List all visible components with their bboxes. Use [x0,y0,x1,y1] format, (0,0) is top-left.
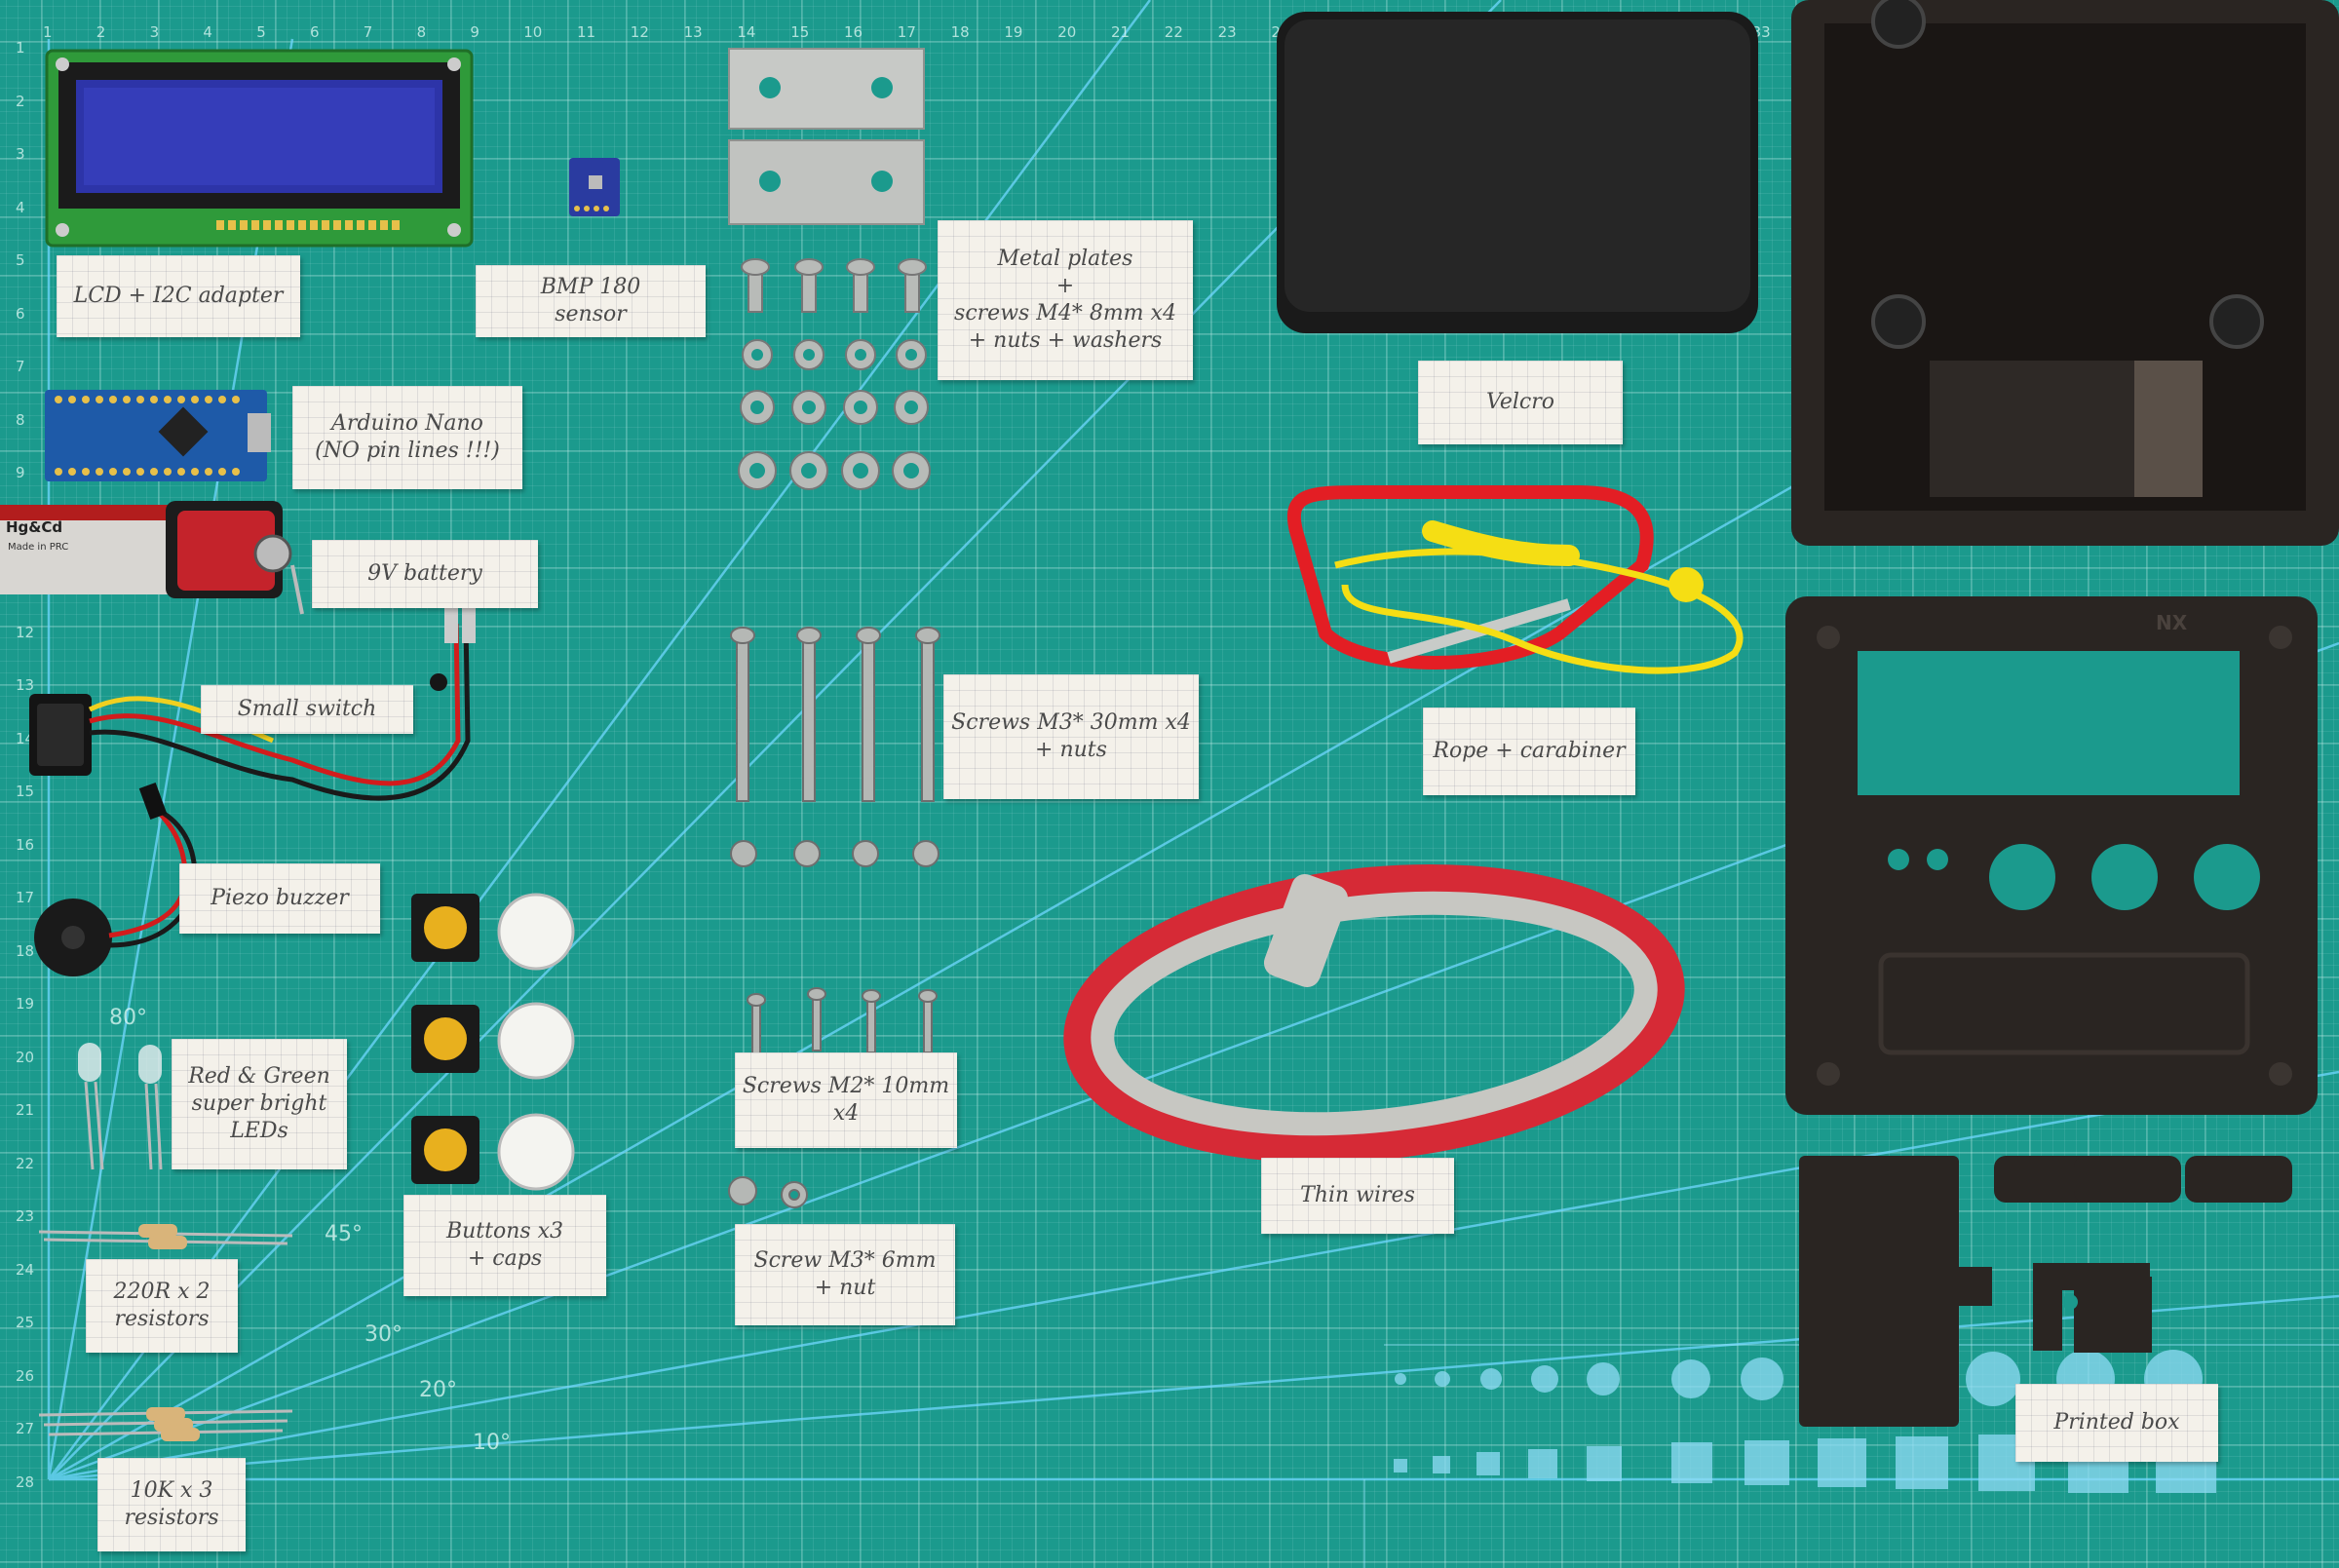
printed-small-parts [1799,1156,2292,1427]
ruler-left-number: 26 [16,1366,35,1385]
ruler-top-number: 12 [630,23,649,41]
label-buttons: Buttons x3+ caps [403,1195,606,1296]
label-piezo-buzzer: Piezo buzzer [179,863,380,934]
ruler-top-number: 15 [790,23,810,41]
angle-label-30: 30° [364,1322,403,1347]
label-lcd: LCD + I2C adapter [57,255,300,337]
ruler-left-number: 1 [16,39,25,57]
ruler-left-number: 24 [16,1260,35,1279]
ruler-top-number: 17 [897,23,916,41]
ruler-left-number: 6 [16,304,25,323]
ruler-left-number: 5 [16,251,25,269]
m3-6mm-screw [728,1176,808,1208]
ruler-top-number: 6 [310,23,320,41]
ruler-top-number: 7 [363,23,373,41]
ruler-top-number: 8 [416,23,427,41]
ruler-top-number: 2 [96,23,106,41]
label-screws-m3-30mm: Screws M3* 30mm x4+ nuts [943,674,1199,799]
m2-10mm-screws [747,987,938,1057]
metal-plates [728,48,925,225]
printed-box-base [1791,0,2339,546]
ruler-top-number: 3 [149,23,160,41]
ruler-top-number: 9 [470,23,479,41]
lcd-module [45,49,474,248]
ruler-left-number: 13 [16,676,35,694]
label-metal-plates: Metal plates+screws M4* 8mm x4+ nuts + w… [938,220,1193,380]
ruler-left-number: 4 [16,198,25,216]
label-thin-wires: Thin wires [1261,1158,1454,1234]
ruler-left-number: 9 [16,464,25,481]
ruler-left-number: 25 [16,1314,35,1331]
ruler-left-number: 3 [16,145,25,163]
ruler-top-number: 4 [203,23,212,41]
ruler-left-number: 22 [16,1154,35,1172]
m4-screws-nuts-washers [738,258,931,490]
printed-box-lid [1785,596,2318,1115]
ruler-left-number: 12 [16,623,35,641]
case-logo: NX [2156,611,2188,634]
ruler-left-number: 8 [16,410,25,429]
ruler-top-number: 1 [43,23,53,41]
ruler-top-number: 18 [950,23,970,41]
resistors-10k [38,1407,293,1441]
battery-brand-text: Hg&Cd [6,518,63,536]
ruler-left-number: 15 [16,783,35,800]
piezo-buzzer [34,782,198,976]
label-printed-box: Printed box [2015,1384,2218,1462]
label-rope-carabiner: Rope + carabiner [1423,708,1635,795]
ruler-top-number: 11 [577,23,596,41]
label-9v-battery: 9V battery [312,540,538,608]
velcro-strap [1277,12,1758,333]
leds [78,1043,163,1170]
battery-note-text: Made in PRC [8,542,69,553]
ruler-left-number: 19 [16,995,35,1013]
ruler-left-number: 18 [16,941,35,960]
rope-carabiner [1286,485,1744,674]
ruler-left-number: 7 [16,358,25,375]
angle-label-10: 10° [473,1431,511,1455]
label-arduino-nano: Arduino Nano(NO pin lines !!!) [292,386,522,489]
ruler-left-number: 27 [16,1420,35,1437]
9v-battery [0,501,304,615]
angle-label-45: 45° [325,1222,363,1246]
ruler-top-number: 10 [523,23,543,41]
ruler-top-number: 13 [683,23,703,41]
ruler-left-number: 23 [16,1207,35,1225]
ruler-left-number: 17 [16,889,35,906]
angle-label-80: 80° [109,1006,147,1030]
ruler-left-number: 2 [16,92,25,110]
angle-label-20: 20° [419,1378,457,1402]
ribbon-wires [1063,863,1685,1164]
ruler-top-number: 22 [1164,23,1183,41]
ruler-top-number: 23 [1217,23,1237,41]
label-small-switch: Small switch [201,685,413,734]
ruler-top-number: 5 [256,23,266,41]
ruler-top-number: 21 [1111,23,1131,41]
ruler-left-number: 28 [16,1472,35,1491]
m3-30mm-screws [730,627,940,867]
resistors-220r [38,1224,293,1249]
ruler-top-number: 19 [1004,23,1023,41]
arduino-nano [45,390,271,481]
ruler-top-number: 16 [844,23,863,41]
ruler-top-number: 20 [1057,23,1077,41]
label-screw-m3-6mm: Screw M3* 6mm+ nut [735,1224,955,1325]
label-velcro: Velcro [1418,361,1623,444]
ruler-top-number: 14 [737,23,756,41]
bmp180-sensor [569,158,620,216]
tactile-buttons [411,893,575,1191]
ruler-left-number: 21 [16,1101,35,1119]
ruler-left-number: 16 [16,835,35,854]
ruler-left-number: 20 [16,1048,35,1066]
